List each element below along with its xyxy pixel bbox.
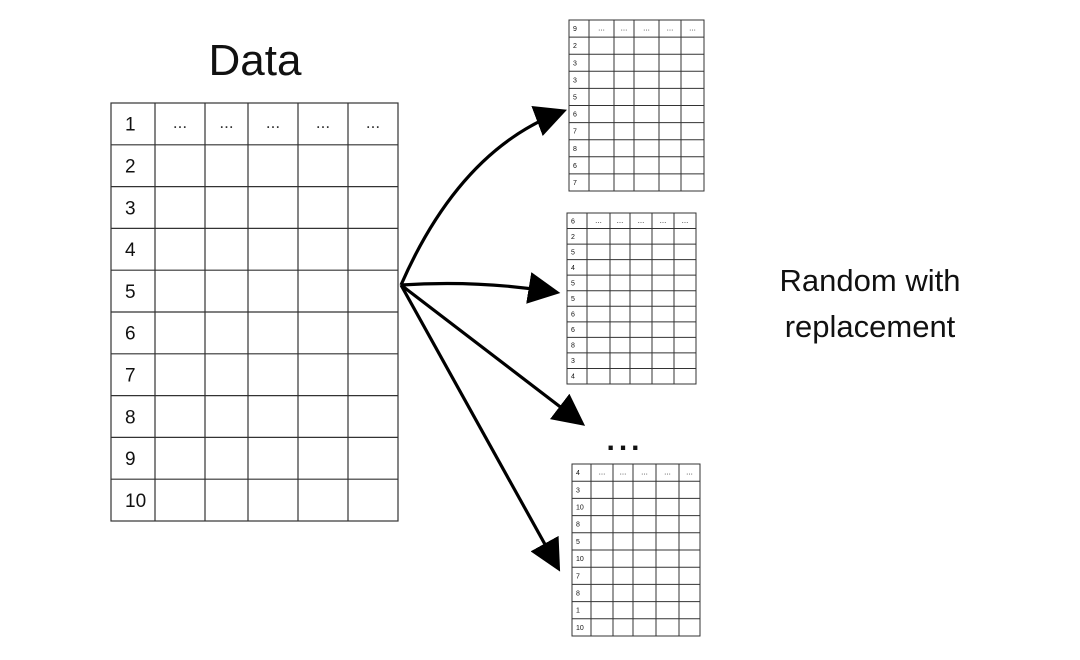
sample-table-3-row-label: 8 <box>576 522 580 529</box>
sample-table-2-row-label: 6 <box>571 327 575 334</box>
sample-table-2-header-cell: ... <box>638 216 645 225</box>
main-table-header-cell: ... <box>219 113 233 132</box>
main-table-row-label: 3 <box>125 198 136 219</box>
arrows-layer <box>399 106 586 572</box>
sample-table-3-row-label: 5 <box>576 539 580 546</box>
sample-table-3-row-label: 10 <box>576 505 584 512</box>
sample-table-2-header-cell: ... <box>660 216 667 225</box>
sample-table-1: 9 2 3 3 5 6 7 8 6 7............... <box>568 19 705 192</box>
sample-table-3-row-label: 4 <box>576 470 580 477</box>
sample-table-2-row-label: 5 <box>571 249 575 256</box>
sample-table-3-header-cell: ... <box>620 468 627 477</box>
sample-table-3-row-label: 1 <box>576 608 580 615</box>
sample-table-3-header-cell: ... <box>599 468 606 477</box>
main-table-row-label: 8 <box>125 407 136 428</box>
main-table-row-label: 4 <box>125 240 136 261</box>
sample-table-1-header-cell: ... <box>621 24 628 33</box>
sample-table-3-row-label: 3 <box>576 487 580 494</box>
sample-table-2-row-label: 2 <box>571 234 575 241</box>
sample-table-2-row-label: 3 <box>571 358 575 365</box>
main-table-header-cell: ... <box>316 113 330 132</box>
more-samples-ellipsis: ... <box>606 424 644 457</box>
diagram-title: Data <box>208 36 302 85</box>
sample-table-2-frame <box>566 212 697 385</box>
sample-table-1-header-cell: ... <box>598 24 605 33</box>
main-table-row-label: 10 <box>125 491 146 512</box>
sample-table-2-row-label: 6 <box>571 312 575 319</box>
arrow-to-ellipsis <box>400 283 586 426</box>
sample-table-3-header-cell: ... <box>664 468 671 477</box>
sample-table-1-header-cell: ... <box>643 24 650 33</box>
arrow-to-sample-3 <box>399 284 561 572</box>
main-table-row-label: 2 <box>125 157 136 178</box>
sample-table-3-header-cell: ... <box>641 468 648 477</box>
main-table-row-label: 5 <box>125 282 136 303</box>
sample-table-1-row-label: 6 <box>573 163 577 170</box>
sample-table-1-row-label: 8 <box>573 146 577 153</box>
main-table-header-cell: ... <box>266 113 280 132</box>
sample-table-3-header-cell: ... <box>686 468 693 477</box>
sample-table-3: 4 3 10 8 5 10 7 8 1 10............... <box>571 463 701 637</box>
main-table-header-cell: ... <box>366 113 380 132</box>
sample-table-2-row-label: 4 <box>571 265 575 272</box>
sample-table-2: 6 2 5 4 5 5 6 6 8 3 4............... <box>566 212 697 385</box>
tables-layer: 1 2 3 4 5 6 7 8 9 10............... 9 2 3 3 5 6 7 8 6 7....… <box>110 19 705 637</box>
sample-table-1-row-label: 5 <box>573 94 577 101</box>
sample-table-2-row-label: 8 <box>571 343 575 350</box>
sample-table-2-row-label: 6 <box>571 218 575 225</box>
main-table-header-cell: ... <box>173 113 187 132</box>
sample-table-1-row-label: 3 <box>573 77 577 84</box>
main-table: 1 2 3 4 5 6 7 8 9 10............... <box>110 102 399 522</box>
sampling-caption: Random with replacement <box>755 258 985 350</box>
caption-line-1: Random with <box>779 263 961 298</box>
sample-table-3-row-label: 10 <box>576 625 584 632</box>
sample-table-2-header-cell: ... <box>595 216 602 225</box>
sample-table-2-row-label: 5 <box>571 280 575 287</box>
main-table-row-label: 1 <box>125 115 136 136</box>
sample-table-1-header-cell: ... <box>689 24 696 33</box>
arrow-to-sample-1 <box>399 106 567 286</box>
sample-table-2-row-label: 4 <box>571 374 575 381</box>
sample-table-1-row-label: 7 <box>573 180 577 187</box>
main-table-row-label: 7 <box>125 366 136 387</box>
sample-table-3-row-label: 10 <box>576 556 584 563</box>
sample-table-2-header-cell: ... <box>682 216 689 225</box>
main-table-row-label: 6 <box>125 324 136 345</box>
sample-table-2-row-label: 5 <box>571 296 575 303</box>
main-table-row-label: 9 <box>125 449 136 470</box>
sample-table-1-row-label: 3 <box>573 60 577 67</box>
caption-line-2: replacement <box>784 309 956 344</box>
sample-table-3-row-label: 7 <box>576 573 580 580</box>
sample-table-1-row-label: 7 <box>573 129 577 136</box>
sample-table-1-row-label: 6 <box>573 112 577 119</box>
sample-table-3-row-label: 8 <box>576 591 580 598</box>
sample-table-1-header-cell: ... <box>667 24 674 33</box>
arrow-to-sample-2 <box>400 272 561 304</box>
sample-table-1-row-label: 9 <box>573 26 577 33</box>
sample-table-2-header-cell: ... <box>617 216 624 225</box>
sample-table-1-row-label: 2 <box>573 43 577 50</box>
